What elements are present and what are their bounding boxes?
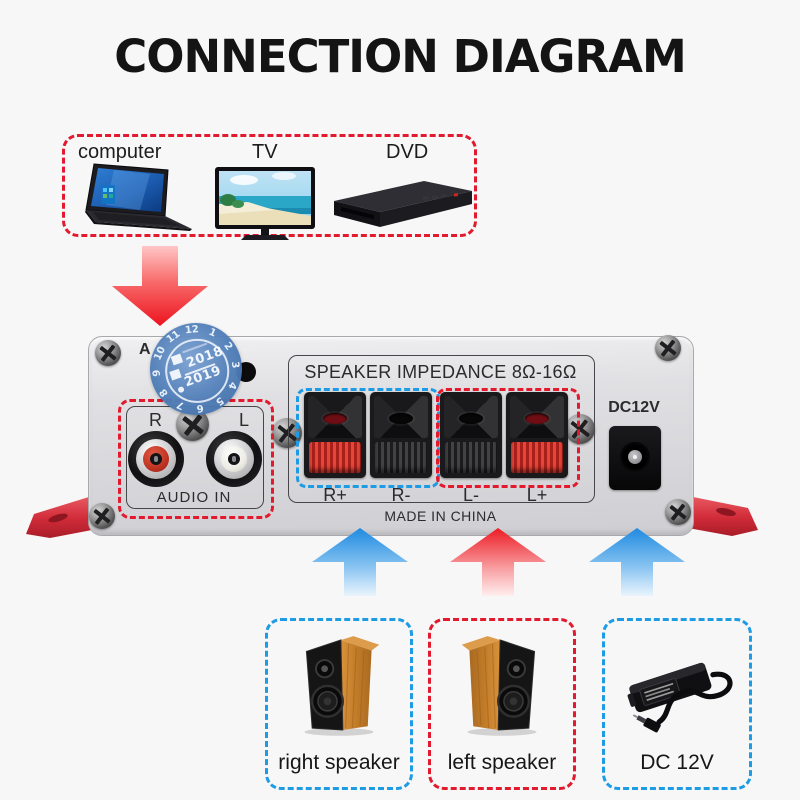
right-speaker-box: right speaker [265,618,413,790]
speaker-section-printed-box [288,355,595,503]
sticker-number: 6 [196,401,205,414]
audio-in-caption: AUDIO IN [156,489,232,506]
sticker-number: 9 [151,369,164,378]
dc-adapter-label: DC 12V [640,751,714,774]
sticker-number: 10 [152,344,169,362]
terminal-label-r-minus: R- [391,485,411,505]
dc12v-panel-label: DC12V [608,399,660,416]
terminal-clip-l-minus [440,392,502,478]
audio-in-right-label: R [149,410,162,430]
audio-in-left-label: L [239,410,250,430]
panel-partial-letter: A [139,341,151,358]
left-channel-highlight-box [436,388,580,488]
right-channel-highlight-box [296,388,440,488]
source-label-dvd: DVD [386,141,429,163]
sticker-number: 3 [228,360,241,369]
laptop-icon [85,163,192,231]
source-label-tv: TV [252,141,278,163]
arrow-up-red-left-speaker [450,528,546,596]
mount-bracket-right [688,496,758,536]
dvd-player-icon [334,181,472,227]
sticker-number: 12 [184,324,200,337]
screw-mid-right [565,414,595,444]
page-title: CONNECTION DIAGRAM [114,30,687,83]
terminal-clip-r-minus [370,392,432,478]
screw-top-left [95,340,121,366]
screw-bottom-left [89,503,115,529]
source-label-computer: computer [78,141,162,163]
arrow-down-red [112,246,208,326]
arrow-up-blue-right-speaker [312,528,408,596]
arrow-up-blue-dc [589,528,685,596]
terminal-label-l-plus: L+ [526,485,548,505]
speaker-icon [461,636,537,736]
mount-bracket-left [26,496,92,538]
power-adapter-icon [627,662,733,733]
tv-icon [215,167,315,240]
screw-top-right [655,335,681,361]
terminal-clip-l-plus [506,392,568,478]
rca-jack-left-white [206,431,262,487]
terminal-label-r-plus: R+ [323,485,347,505]
terminal-label-l-minus: L- [462,485,479,505]
dc-adapter-box: DC 12V [602,618,752,790]
dc-power-jack [609,426,661,490]
speaker-icon [304,636,380,736]
speaker-impedance-title: SPEAKER IMPEDANCE 8Ω-16Ω [304,362,577,382]
right-speaker-label: right speaker [278,751,400,774]
screw-bottom-right [665,499,691,525]
made-in-china-label: MADE IN CHINA [384,508,497,524]
sticker-number: 1 [206,326,218,340]
rca-jack-right-red [128,431,184,487]
left-speaker-box: left speaker [428,618,576,790]
left-speaker-label: left speaker [447,751,557,774]
terminal-clip-r-plus [304,392,366,478]
